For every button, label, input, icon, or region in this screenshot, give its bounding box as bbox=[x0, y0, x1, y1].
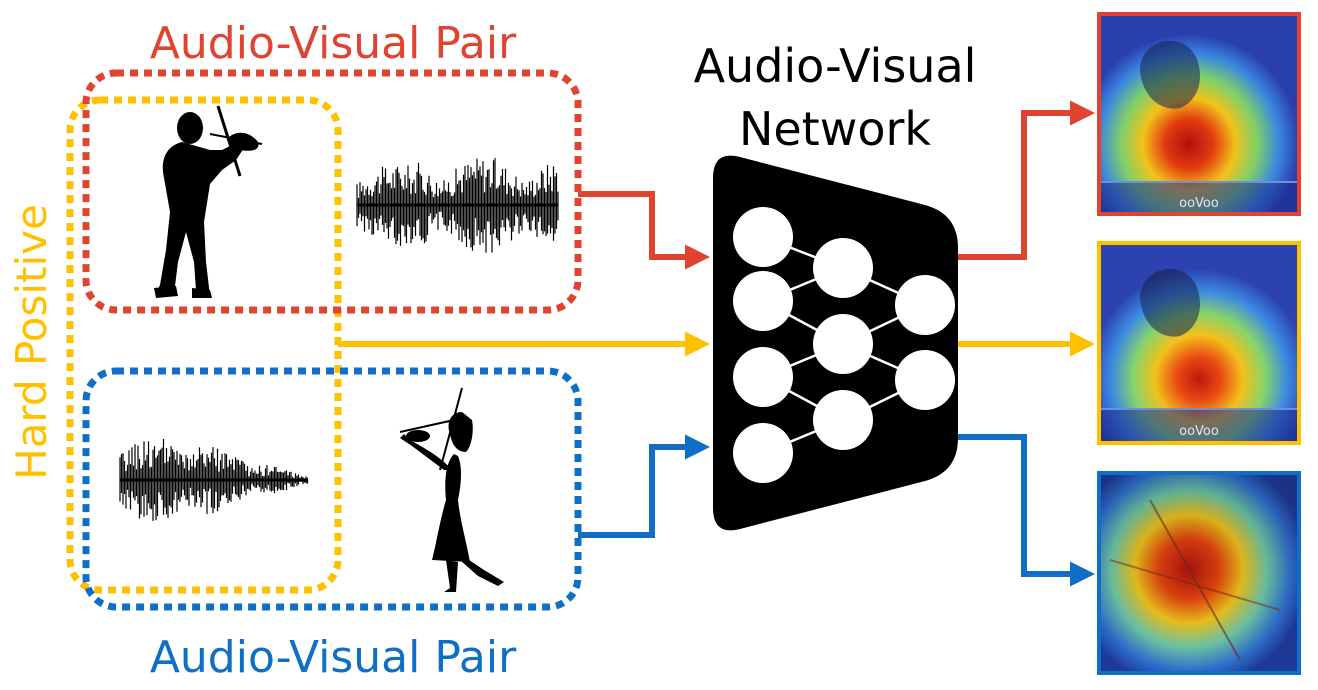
heatmap-output-yellow: ooVoo bbox=[1097, 241, 1301, 445]
neuron-node bbox=[733, 423, 793, 483]
neuron-node bbox=[895, 275, 955, 335]
watermark-text: ooVoo bbox=[1179, 196, 1219, 211]
hard-positive-box bbox=[66, 96, 342, 594]
arrow-blue-input bbox=[578, 434, 711, 538]
arrow-red-output bbox=[958, 100, 1096, 260]
watermark-text: ooVoo bbox=[1179, 424, 1219, 439]
neuron-node bbox=[733, 207, 793, 267]
neuron-node bbox=[733, 271, 793, 331]
network-title-line1: Audio-Visual bbox=[694, 39, 977, 93]
audio-waveform-icon bbox=[119, 439, 309, 521]
neuron-node bbox=[895, 350, 955, 410]
audio-waveform-icon bbox=[356, 158, 559, 253]
pair-title-top: Audio-Visual Pair bbox=[150, 18, 517, 69]
pair-title-bottom: Audio-Visual Pair bbox=[150, 632, 517, 683]
neuron-node bbox=[813, 390, 873, 450]
heatmap-output-blue bbox=[1097, 471, 1301, 675]
neuron-node bbox=[813, 314, 873, 374]
hard-positive-label: Hard Positive bbox=[7, 204, 56, 480]
violinist-woman-icon bbox=[399, 387, 504, 592]
neuron-node bbox=[733, 347, 793, 407]
heatmap-output-red: ooVoo bbox=[1097, 12, 1301, 216]
arrow-blue-output bbox=[958, 434, 1096, 587]
network-title-line2: Network bbox=[739, 102, 931, 156]
audio-visual-pair-box-bottom bbox=[82, 367, 582, 611]
violinist-man-icon bbox=[154, 105, 263, 298]
neuron-node bbox=[813, 238, 873, 298]
arrow-red-input bbox=[578, 191, 711, 270]
audio-visual-network bbox=[713, 155, 958, 531]
